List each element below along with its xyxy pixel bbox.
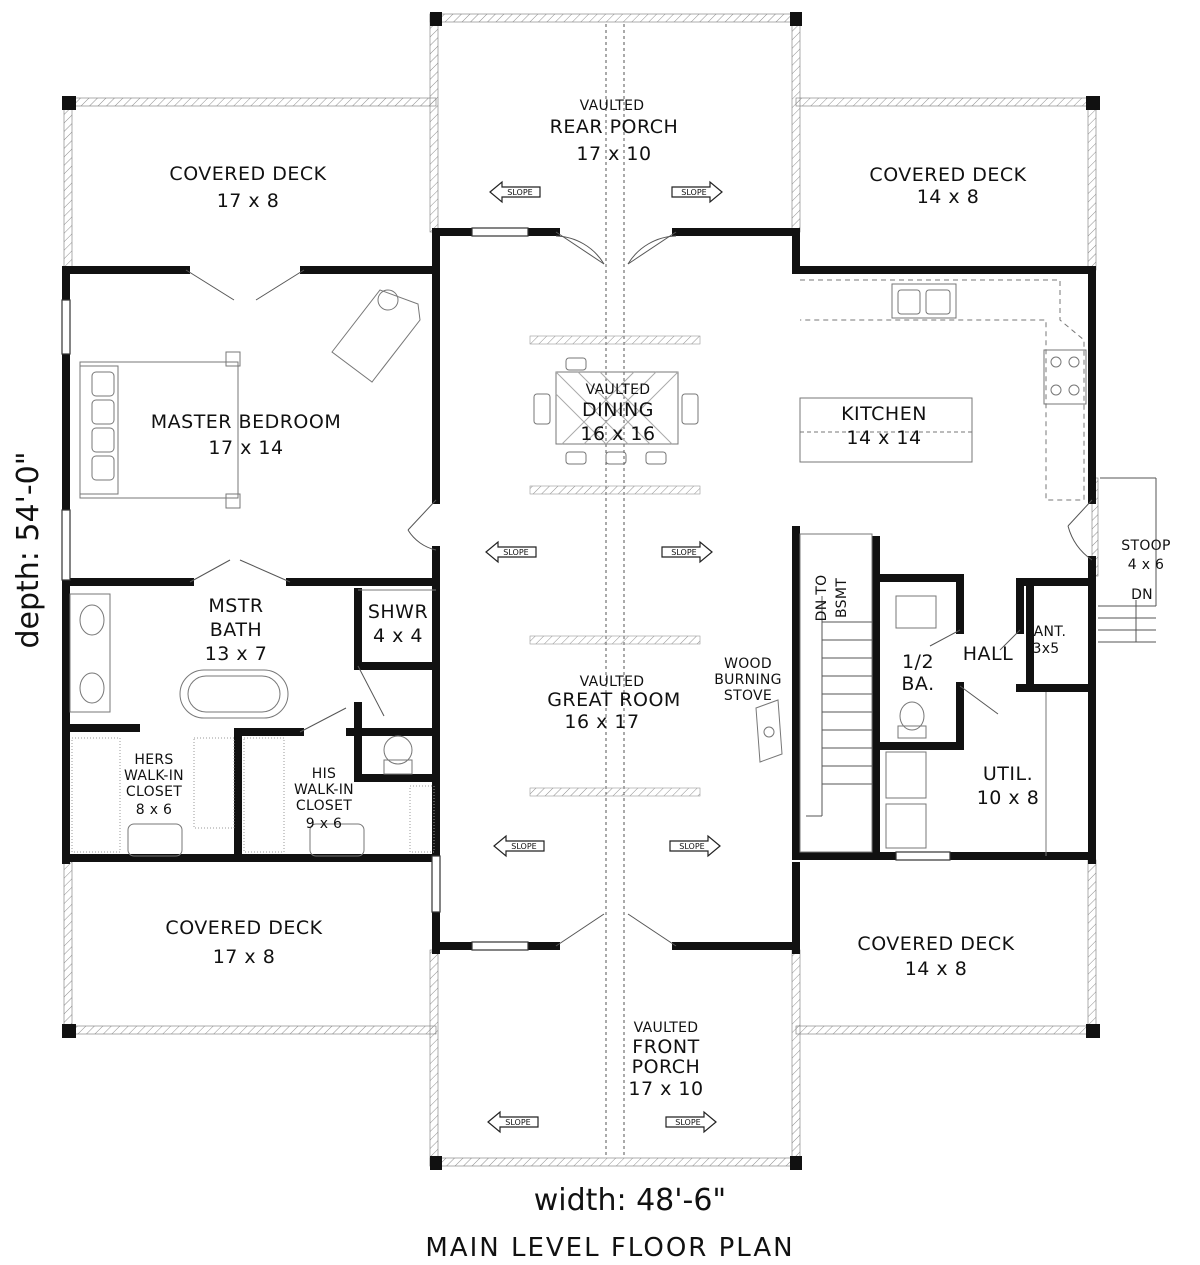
stoop-name: STOOP (1121, 538, 1170, 554)
doors (185, 231, 1093, 947)
deck-tr-size: 14 x 8 (917, 186, 980, 208)
kitchen-size: 14 x 14 (846, 427, 921, 449)
svg-text:SLOPE: SLOPE (503, 548, 528, 557)
dining-name: DINING (582, 399, 654, 421)
great-room-size: 16 x 17 (564, 711, 639, 733)
hall-name: HALL (963, 643, 1013, 665)
kitchen-name: KITCHEN (841, 403, 927, 425)
stoop-dn: DN (1131, 587, 1153, 603)
stove-line3: STOVE (724, 688, 772, 704)
slope-arrow: SLOPE (665, 1111, 717, 1133)
front-porch-size: 17 x 10 (628, 1078, 703, 1100)
his-line2: WALK-IN (294, 782, 354, 798)
stoop-size: 4 x 6 (1128, 557, 1165, 573)
stoop-steps (1098, 477, 1157, 643)
stove-line1: WOOD (724, 656, 772, 672)
slope-arrow: SLOPE (485, 541, 537, 563)
plan-title: MAIN LEVEL FLOOR PLAN (425, 1233, 794, 1263)
room-labels: VAULTED REAR PORCH 17 x 10 COVERED DECK … (124, 98, 1170, 1100)
svg-text:SLOPE: SLOPE (675, 1118, 700, 1127)
stairs-bsmt: BSMT (834, 578, 850, 618)
stair-treads (806, 596, 872, 817)
hers-line3: CLOSET (126, 784, 182, 800)
shwr-size: 4 x 4 (373, 625, 423, 647)
walls (62, 228, 1096, 954)
railing-posts (62, 12, 1100, 1170)
deck-tl-name: COVERED DECK (169, 163, 326, 185)
great-room-name: GREAT ROOM (547, 689, 681, 711)
windows (61, 227, 951, 951)
dining-vaulted: VAULTED (586, 382, 651, 398)
shwr-name: SHWR (368, 601, 428, 623)
slope-arrow: SLOPE (493, 835, 545, 857)
util-size: 10 x 8 (977, 787, 1040, 809)
svg-text:SLOPE: SLOPE (505, 1118, 530, 1127)
rear-porch-size: 17 x 10 (576, 143, 651, 165)
slope-arrow: SLOPE (489, 181, 541, 203)
front-porch-line3: PORCH (632, 1056, 701, 1078)
pantry-size: 3x5 (1033, 641, 1060, 657)
master-bedroom-size: 17 x 14 (208, 437, 283, 459)
great-room-vaulted: VAULTED (580, 674, 645, 690)
dining-size: 16 x 16 (580, 423, 655, 445)
depth-dimension: depth: 54'-0" (11, 451, 46, 648)
svg-text:SLOPE: SLOPE (507, 188, 532, 197)
slope-arrow: SLOPE (661, 541, 713, 563)
deck-bl-name: COVERED DECK (165, 917, 322, 939)
slope-arrow: SLOPE (487, 1111, 539, 1133)
deck-br-name: COVERED DECK (857, 933, 1014, 955)
mstr-bath-line2: BATH (210, 619, 262, 641)
svg-text:SLOPE: SLOPE (679, 842, 704, 851)
svg-text:SLOPE: SLOPE (681, 188, 706, 197)
width-dimension: width: 48'-6" (534, 1183, 726, 1218)
ceiling-beams (529, 335, 701, 797)
hers-line1: HERS (134, 752, 173, 768)
ridge-beam (605, 24, 625, 1156)
slope-arrow: SLOPE (671, 181, 723, 203)
hers-line2: WALK-IN (124, 768, 184, 784)
pantry-name: PANT. (1026, 624, 1066, 640)
mstr-bath-size: 13 x 7 (205, 643, 268, 665)
half-bath-line1: 1/2 (902, 651, 934, 673)
rear-porch-name: REAR PORCH (550, 116, 679, 138)
deck-tl-size: 17 x 8 (217, 190, 280, 212)
front-porch-vaulted: VAULTED (634, 1020, 699, 1036)
mstr-bath-line1: MSTR (208, 595, 263, 617)
front-porch-line2: FRONT (632, 1036, 699, 1058)
hers-size: 8 x 6 (136, 802, 173, 818)
svg-text:SLOPE: SLOPE (511, 842, 536, 851)
deck-tr-name: COVERED DECK (869, 164, 1026, 186)
his-line1: HIS (312, 766, 336, 782)
slope-arrow: SLOPE (669, 835, 721, 857)
furniture (69, 279, 1087, 857)
stove-line2: BURNING (714, 672, 782, 688)
deck-bl-size: 17 x 8 (213, 946, 276, 968)
stairs-dn: DN TO (814, 575, 830, 622)
rear-porch-vaulted: VAULTED (580, 98, 645, 114)
svg-text:SLOPE: SLOPE (671, 548, 696, 557)
his-size: 9 x 6 (306, 816, 343, 832)
util-name: UTIL. (983, 763, 1033, 785)
half-bath-line2: BA. (901, 673, 934, 695)
deck-br-size: 14 x 8 (905, 958, 968, 980)
master-bedroom-name: MASTER BEDROOM (151, 411, 341, 433)
his-line3: CLOSET (296, 798, 352, 814)
